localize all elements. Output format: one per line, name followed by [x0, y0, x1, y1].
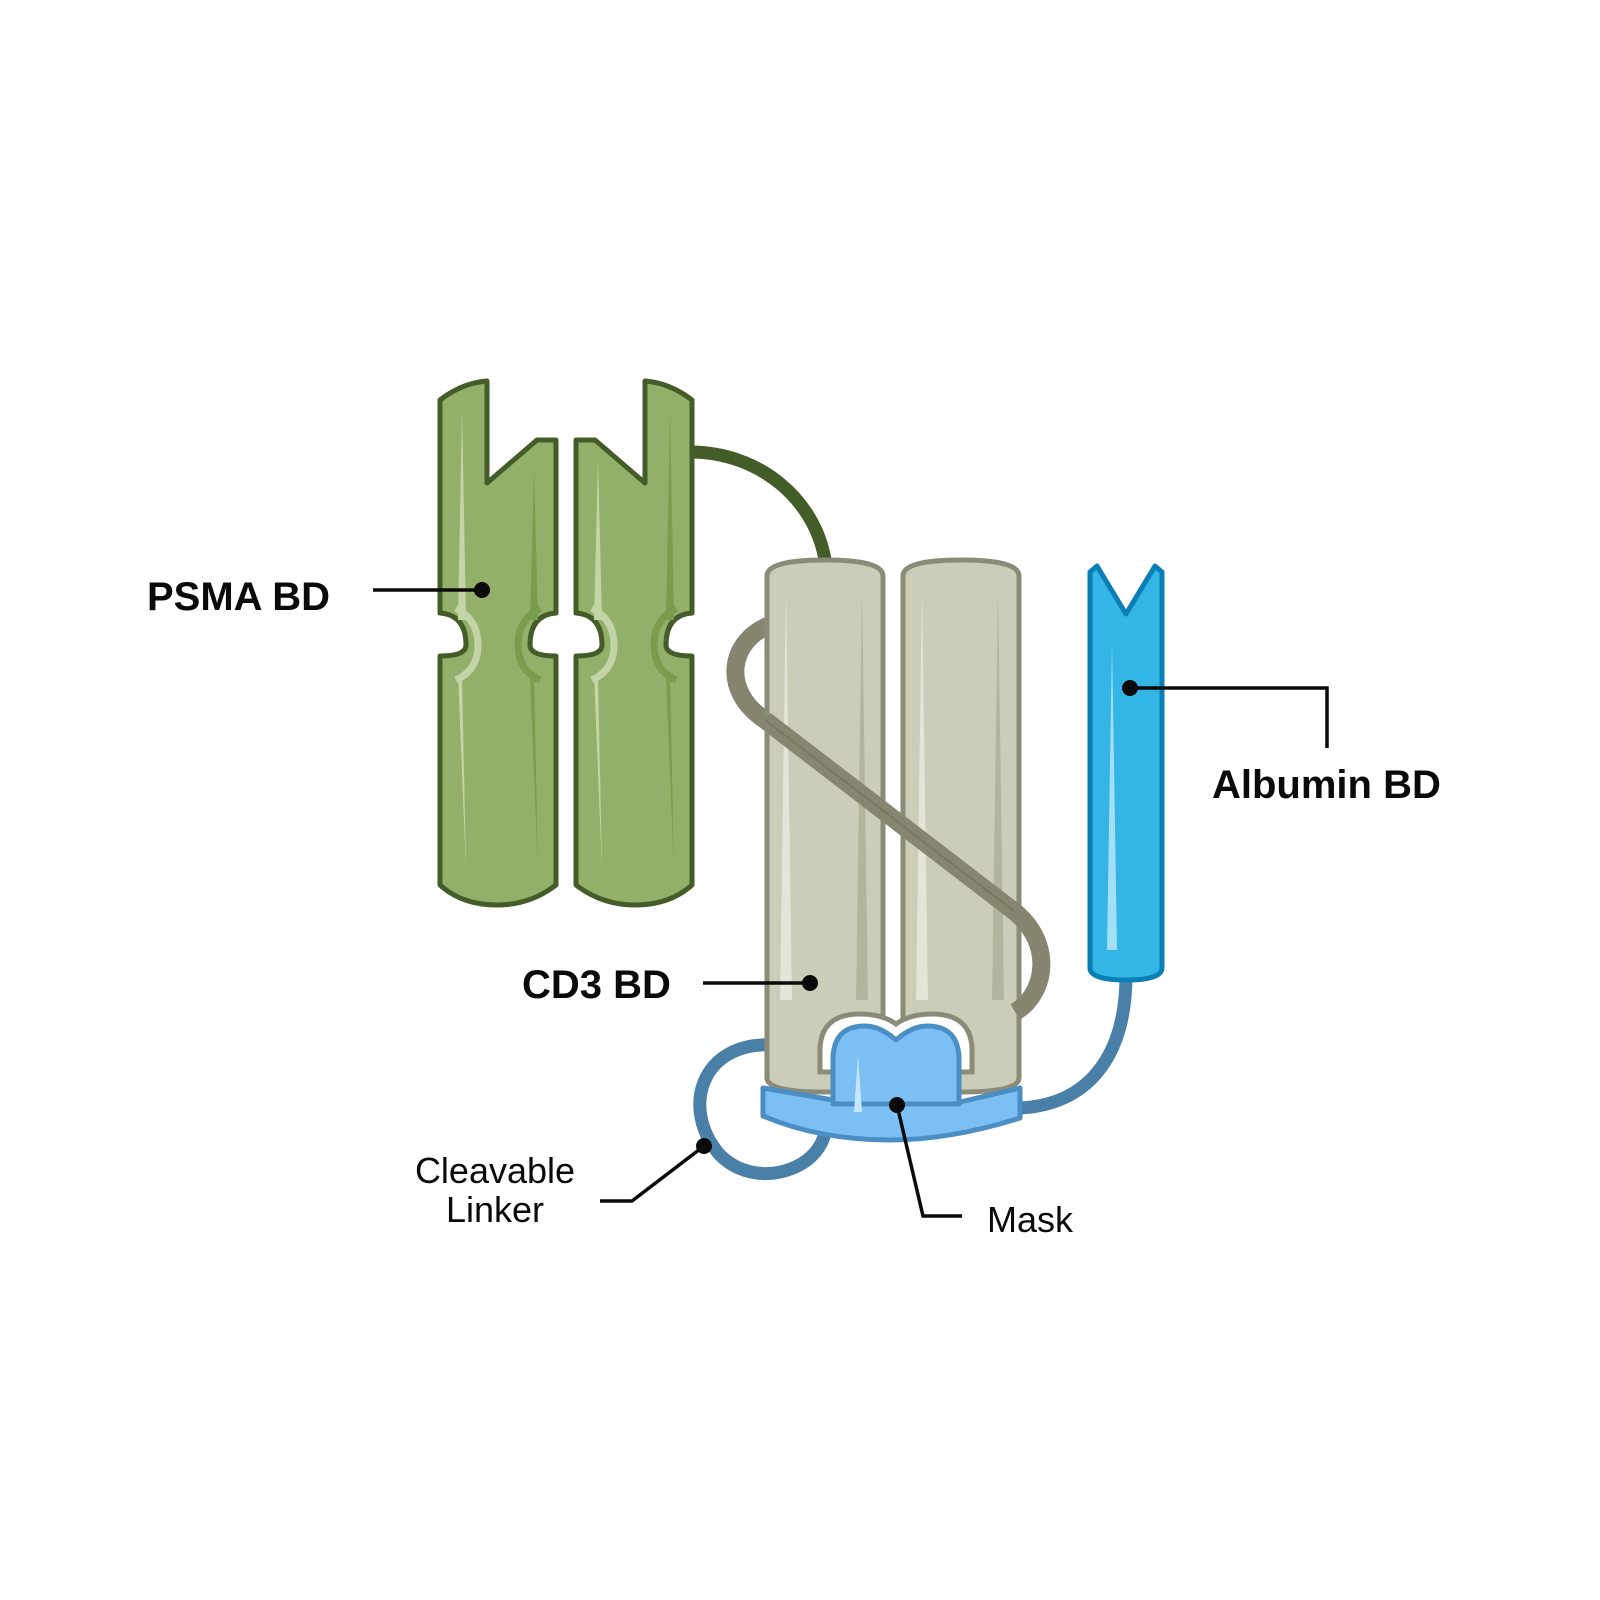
label-mask: Mask	[889, 1097, 1074, 1240]
mask-pointer-dot	[889, 1097, 905, 1113]
albumin-tube	[1087, 563, 1165, 983]
mask-base	[760, 1085, 1023, 1143]
albumin-bd-label: Albumin BD	[1212, 763, 1441, 807]
cleavable-linker-loop	[693, 1038, 833, 1180]
cd3-linker-front-edge	[764, 719, 1016, 913]
linker-label-line1: Cleavable	[415, 1150, 575, 1191]
mask-leader	[895, 1104, 962, 1218]
psma-pointer-dot	[474, 582, 490, 598]
albumin-leader	[1130, 686, 1329, 748]
linker-leader	[600, 1144, 706, 1203]
mask-highlight	[854, 1055, 862, 1112]
psma-shade-1	[530, 470, 538, 620]
psma-bar-right	[573, 378, 695, 908]
cd3-bd-domain	[726, 557, 1051, 1095]
cd3-bd-label: CD3 BD	[522, 963, 671, 1007]
cd3-highlight-1	[780, 590, 792, 1000]
label-cd3: CD3 BD	[522, 963, 818, 1007]
psma-notch-ring-right-b	[650, 604, 678, 684]
psma-notch-ring-left-a	[454, 604, 482, 684]
albumin-pointer-dot	[1122, 680, 1138, 696]
psma-shade-4	[666, 675, 674, 870]
albumin-bd-domain	[1019, 563, 1165, 1115]
mask-label: Mask	[987, 1199, 1074, 1240]
psma-bar-left	[437, 378, 559, 908]
label-psma: PSMA BD	[147, 575, 490, 619]
psma-notch-ring-right-a	[590, 604, 618, 684]
psma-highlight-2	[458, 675, 466, 870]
psma-highlight-1	[458, 410, 466, 620]
psma-bd-label: PSMA BD	[147, 575, 330, 619]
cd3-linker-back	[726, 616, 774, 728]
psma-shade-3	[666, 410, 674, 620]
psma-bd-domain	[437, 378, 832, 908]
label-linker: Cleavable Linker	[415, 1138, 712, 1230]
psma-highlight-3	[594, 460, 602, 620]
cleavable-linker	[693, 1038, 833, 1180]
psma-shade-2	[530, 675, 538, 870]
linker-label-line2: Linker	[446, 1189, 544, 1230]
psma-cd3-connector	[689, 445, 832, 562]
linker-pointer-dot	[696, 1138, 712, 1154]
psma-notch-ring-left-b	[514, 604, 542, 684]
mask-cap	[830, 1023, 962, 1107]
cd3-linker-front	[759, 712, 1051, 1020]
mask-domain	[760, 1011, 1023, 1143]
label-albumin: Albumin BD	[1122, 680, 1441, 807]
cd3-highlight-2	[916, 590, 928, 1000]
albumin-highlight	[1107, 640, 1117, 950]
cd3-pointer-dot	[802, 975, 818, 991]
psma-highlight-4	[594, 675, 602, 870]
albumin-mask-connector	[1019, 974, 1133, 1115]
